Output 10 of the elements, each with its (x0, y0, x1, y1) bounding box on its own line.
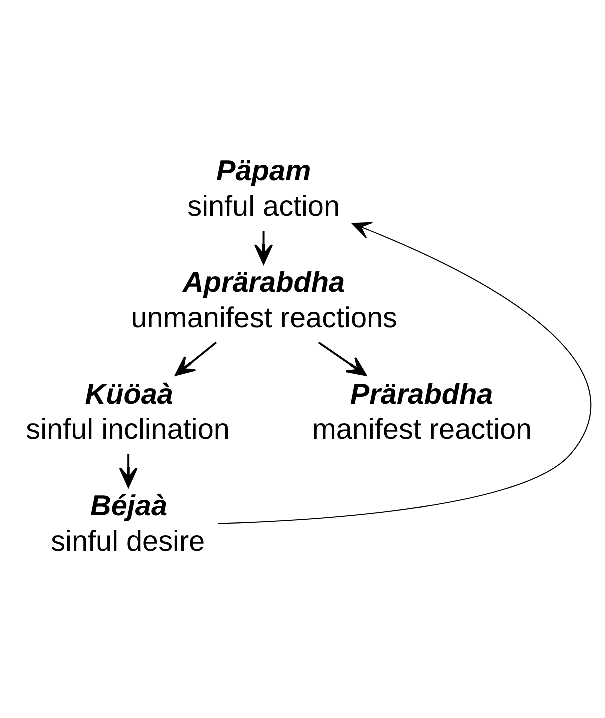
node-text: Prärabdha manifest reaction (312, 378, 532, 446)
node-text: Päpam sinful action (188, 156, 340, 224)
node-text: Küöaà sinful inclination (26, 378, 230, 446)
arrow (175, 342, 218, 376)
arrow (318, 342, 367, 376)
arrow (119, 454, 138, 488)
node-text: Béjaà sinful desire (51, 490, 206, 558)
arrow (218, 222, 592, 524)
arrow (254, 231, 274, 265)
node-text: Aprärabdha unmanifest reactions (131, 267, 398, 335)
